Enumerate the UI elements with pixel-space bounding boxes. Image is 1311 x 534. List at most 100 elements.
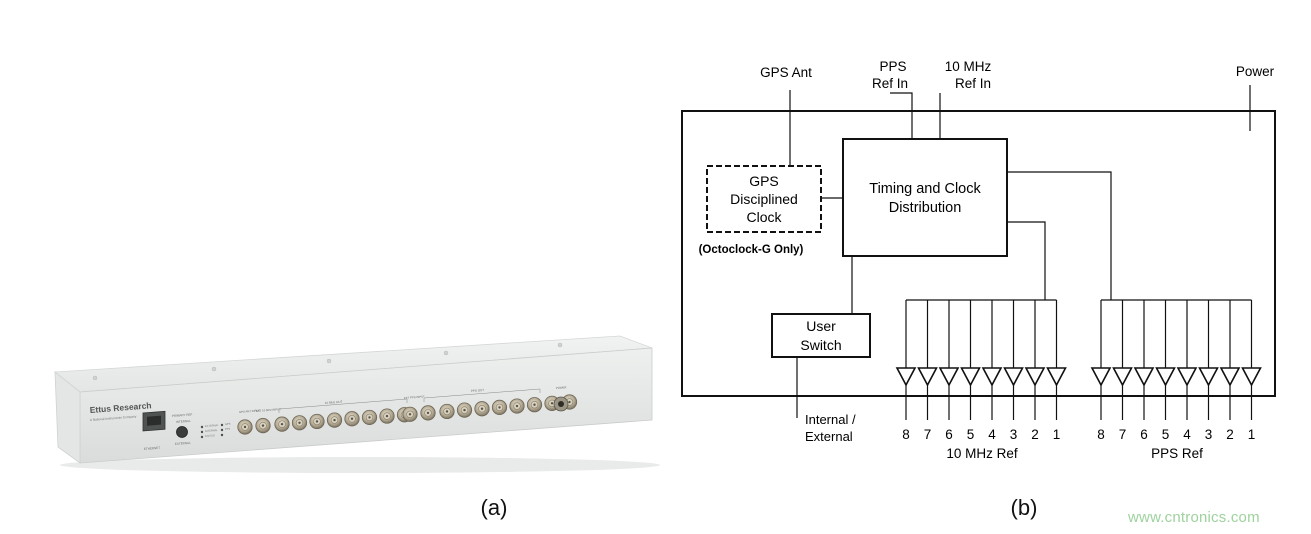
internal-label: INTERNAL xyxy=(176,419,191,424)
bnc-connector xyxy=(439,403,455,420)
led-label-4: PPS xyxy=(225,427,231,431)
bnc-connector xyxy=(291,415,308,431)
buffer-triangle xyxy=(1155,367,1176,387)
buffer-triangle xyxy=(1198,367,1219,387)
bnc-connector xyxy=(474,401,490,417)
power-label: POWER xyxy=(556,385,567,390)
bnc-connector xyxy=(491,399,508,416)
buffer-triangle xyxy=(1219,367,1241,387)
buffer-triangle xyxy=(1241,367,1262,387)
bnc-connector xyxy=(274,416,290,432)
timing-clock-distribution-block xyxy=(842,138,1008,257)
bnc-connector xyxy=(420,405,436,421)
octoclock-block-diagram: GPS Ant PPS Ref In 10 MHz Ref In Power G… xyxy=(681,59,1276,520)
gps-note: (Octoclock-G Only) xyxy=(699,244,804,256)
bnc-connector xyxy=(379,408,395,424)
10mhz-ref-label: 10 MHz Ref xyxy=(946,446,1018,461)
enclosure-box xyxy=(681,110,1276,397)
buffer-triangle xyxy=(1003,367,1024,387)
gps-block-line-2: Disciplined xyxy=(730,191,798,207)
bnc-connector xyxy=(344,411,360,427)
user-switch-line-2: Switch xyxy=(800,337,841,353)
power-label: Power xyxy=(1236,64,1275,79)
gps-block-line-1: GPS xyxy=(749,173,779,189)
pps-out-bracket xyxy=(423,388,541,402)
channel-number: 4 xyxy=(1183,427,1191,442)
buffer-triangle xyxy=(917,367,938,387)
channel-number: 6 xyxy=(1140,427,1148,442)
buffer-triangle xyxy=(1090,367,1112,387)
channel-number: 2 xyxy=(1031,427,1039,442)
photo-caption: (a) xyxy=(481,495,508,520)
buffer-triangle xyxy=(960,367,981,387)
buffer-triangle xyxy=(1046,367,1067,387)
buffer-triangle xyxy=(981,367,1003,387)
channel-number: 2 xyxy=(1226,427,1234,442)
bnc-connector xyxy=(326,412,343,428)
led-label-0: EXTERNAL xyxy=(205,423,220,428)
buffer-triangle xyxy=(1133,367,1155,387)
power-connector xyxy=(553,396,569,412)
ethernet-label: ETHERNET xyxy=(144,446,161,451)
watermark: www.cntronics.com xyxy=(1128,509,1260,526)
channel-number: 8 xyxy=(902,427,910,442)
buffer-triangle xyxy=(1176,367,1198,387)
octoclock-device-photo: Ettus Research A National Instruments Co… xyxy=(53,335,660,520)
bnc-connector xyxy=(526,397,543,413)
gps-block-line-3: Clock xyxy=(746,209,782,225)
led-label-1: INTERNAL xyxy=(205,428,219,433)
buffer-triangle xyxy=(1024,367,1046,387)
internal-external-line-1: Internal / xyxy=(805,412,856,427)
channel-number: 7 xyxy=(924,427,932,442)
channel-number: 1 xyxy=(1248,427,1256,442)
brand-subtext: A National Instruments Company xyxy=(90,414,137,422)
channel-number: 5 xyxy=(967,427,975,442)
pps-out-label: PPS OUT xyxy=(471,388,485,393)
buffer-triangle xyxy=(895,367,917,387)
channel-number: 6 xyxy=(945,427,953,442)
buffer-triangle xyxy=(1112,367,1133,387)
user-switch-block xyxy=(771,313,871,358)
timing-block-line-1: Timing and Clock xyxy=(869,181,981,197)
ext-10mhz-label: EXT 10 MHz INPUT xyxy=(256,407,281,413)
led-label-2: STATUS xyxy=(205,433,215,438)
bnc-connector xyxy=(456,402,473,418)
ext-pps-label: EXT PPS INPUT xyxy=(404,394,425,400)
pps-ref-label: PPS Ref xyxy=(1151,446,1203,461)
bnc-connector xyxy=(509,398,525,414)
buffer-triangle xyxy=(938,367,960,387)
bnc-connector xyxy=(402,406,418,422)
channel-number: 7 xyxy=(1119,427,1127,442)
channel-number: 1 xyxy=(1053,427,1061,442)
bnc-connector xyxy=(237,419,253,435)
channel-number: 5 xyxy=(1162,427,1170,442)
gps-disciplined-clock-block xyxy=(706,165,822,233)
pps-ref-in-label-2: Ref In xyxy=(872,76,908,91)
external-label: EXTERNAL xyxy=(175,441,191,446)
10mhz-out-bracket xyxy=(278,398,408,413)
brand-text: Ettus Research xyxy=(89,400,151,415)
channel-number: 4 xyxy=(988,427,996,442)
channel-number: 3 xyxy=(1205,427,1213,442)
primary-ref-label: PRIMARY REF xyxy=(172,412,193,418)
ethernet-port xyxy=(142,410,166,432)
gps-ant-label: GPS Ant xyxy=(760,65,812,80)
internal-external-line-2: External xyxy=(805,429,853,444)
pps-ref-in-label-1: PPS xyxy=(879,59,906,74)
10mhz-out-label: 10 MHz OUT xyxy=(325,400,343,405)
bnc-connector xyxy=(255,418,271,434)
channel-number: 3 xyxy=(1010,427,1018,442)
gps-ant-label: GPS ANT INPUT xyxy=(239,408,261,414)
timing-block-line-2: Distribution xyxy=(889,200,962,216)
diagram-caption: (b) xyxy=(1011,495,1038,520)
10mhz-ref-in-label-1: 10 MHz xyxy=(945,59,992,74)
bnc-connector xyxy=(361,409,378,426)
10mhz-ref-in-label-2: Ref In xyxy=(955,76,991,91)
bnc-connector xyxy=(309,413,325,430)
channel-number: 8 xyxy=(1097,427,1105,442)
status-leds xyxy=(200,423,224,439)
primary-ref-switch xyxy=(176,426,188,438)
